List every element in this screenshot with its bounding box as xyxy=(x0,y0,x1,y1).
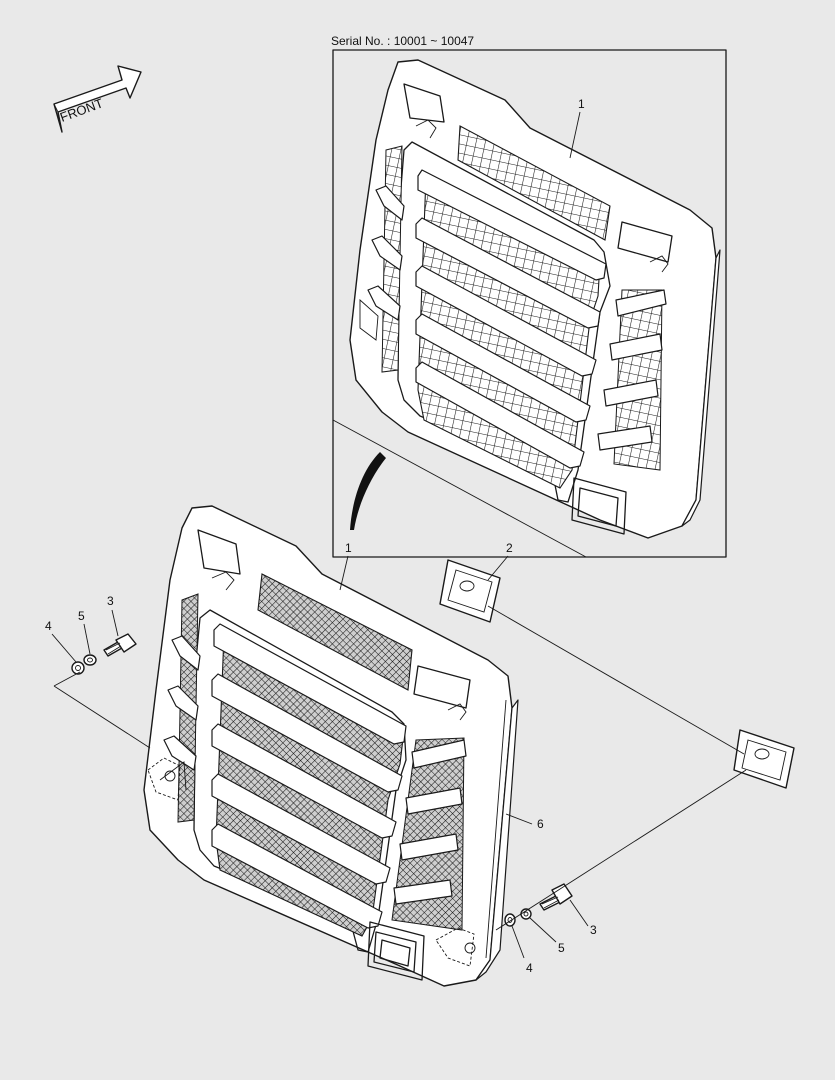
callout-main-grille: 1 xyxy=(345,541,352,555)
callout-emblem: 2 xyxy=(506,541,513,555)
callout-nut-right: 5 xyxy=(558,941,565,955)
callout-bolt-left: 3 xyxy=(107,594,114,608)
callout-washer-right: 4 xyxy=(526,961,533,975)
callout-seal-strip: 6 xyxy=(537,817,544,831)
front-direction-arrow: FRONT xyxy=(53,65,142,133)
callout-nut-left: 5 xyxy=(78,609,85,623)
main-grille xyxy=(143,505,519,987)
washer-left xyxy=(71,661,85,675)
washer-right xyxy=(504,913,516,927)
leader-lines xyxy=(51,111,747,959)
serial-number-label: Serial No. : 10001 ~ 10047 xyxy=(331,34,474,48)
callout-washer-left: 4 xyxy=(45,619,52,633)
inset-pointer-arrow xyxy=(350,452,386,530)
callout-bolt-right: 3 xyxy=(590,923,597,937)
seal-strip xyxy=(485,699,507,959)
bolt-left xyxy=(103,633,137,657)
nut-left xyxy=(83,654,97,666)
emblem-plate xyxy=(439,559,501,623)
emblem-plate-installed xyxy=(733,729,795,789)
callout-inset-grille: 1 xyxy=(578,97,585,111)
inset-frame xyxy=(332,49,727,558)
bolt-right xyxy=(539,883,573,911)
inset-grille xyxy=(349,59,721,539)
